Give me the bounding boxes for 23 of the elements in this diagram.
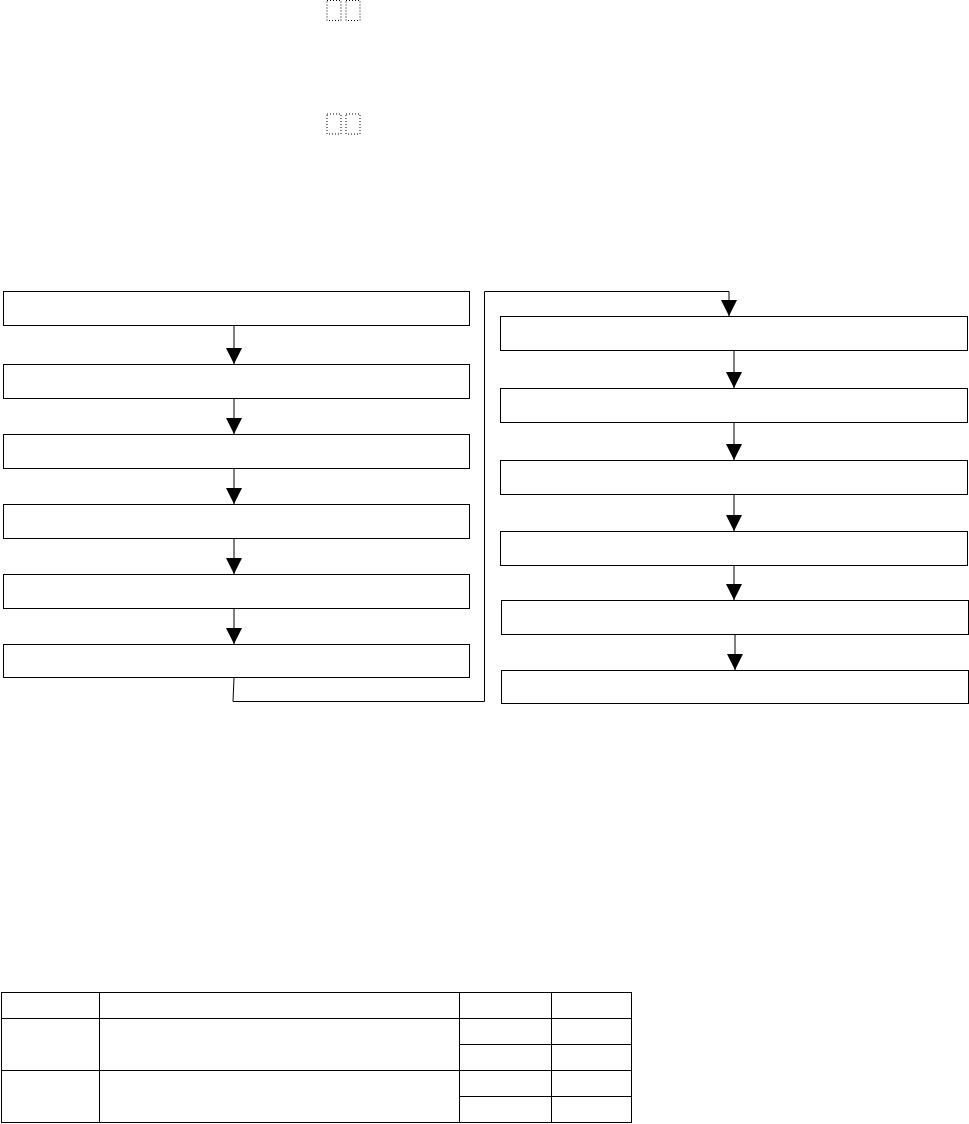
arrow [226,608,242,645]
process-box [3,574,470,609]
process-box [3,434,470,469]
process-box [501,600,969,635]
process-box [3,504,470,539]
arrow [727,634,743,671]
process-box [3,644,470,678]
arrow [226,325,242,365]
arrow [726,422,742,461]
arrow [226,398,242,435]
arrow [726,494,742,532]
arrow [232,291,737,702]
process-box [500,531,968,566]
arrow [226,468,242,505]
arrow [726,565,742,601]
process-box [500,460,968,495]
arrow [226,538,242,575]
arrow [726,350,742,389]
process-box [3,364,470,399]
process-box [500,388,968,423]
process-box [3,291,470,326]
process-box [500,316,968,351]
process-box [501,670,969,704]
